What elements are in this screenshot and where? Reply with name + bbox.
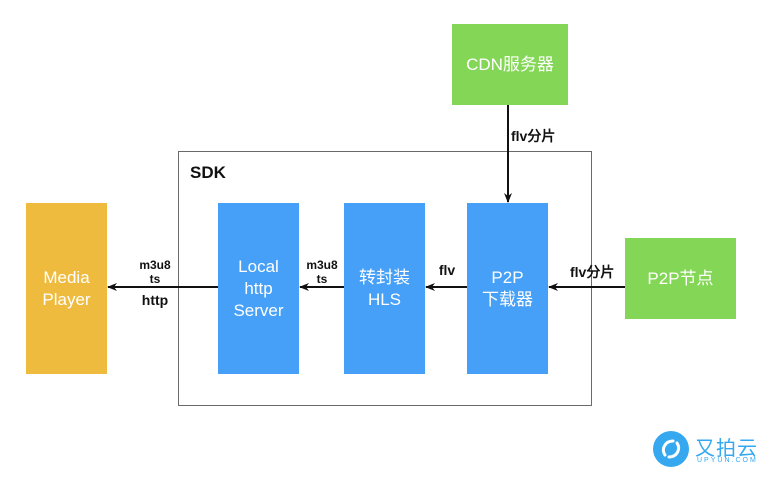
local-http-server-node: Local http Server [218,203,299,374]
upyun-logo-domain: UPYUN.COM [697,457,758,464]
p2p-peer-node: P2P节点 [625,238,736,319]
edge-label-peer-downloader: flv分片 [570,264,615,280]
p2p-downloader-node: P2P 下载器 [467,203,548,374]
edge-label-hls-server-formats: m3u8 ts [306,258,338,286]
remux-hls-node: 转封装 HLS [344,203,425,374]
upyun-logo-name: 又拍云 [695,436,758,460]
edge-label-downloader-hls: flv [438,262,456,278]
sdk-label: SDK [190,163,226,182]
edge-label-cdn-downloader: flv分片 [511,128,556,144]
edge-label-server-player-protocol: http [141,292,169,308]
edge-label-server-player-formats: m3u8 ts [139,258,171,286]
cdn-server-node: CDN服务器 [452,24,568,105]
upyun-logo-icon [653,431,689,467]
upyun-logo: 又拍云 UPYUN.COM [653,431,763,471]
sdk-frame [178,151,592,406]
media-player-node: Media Player [26,203,107,374]
